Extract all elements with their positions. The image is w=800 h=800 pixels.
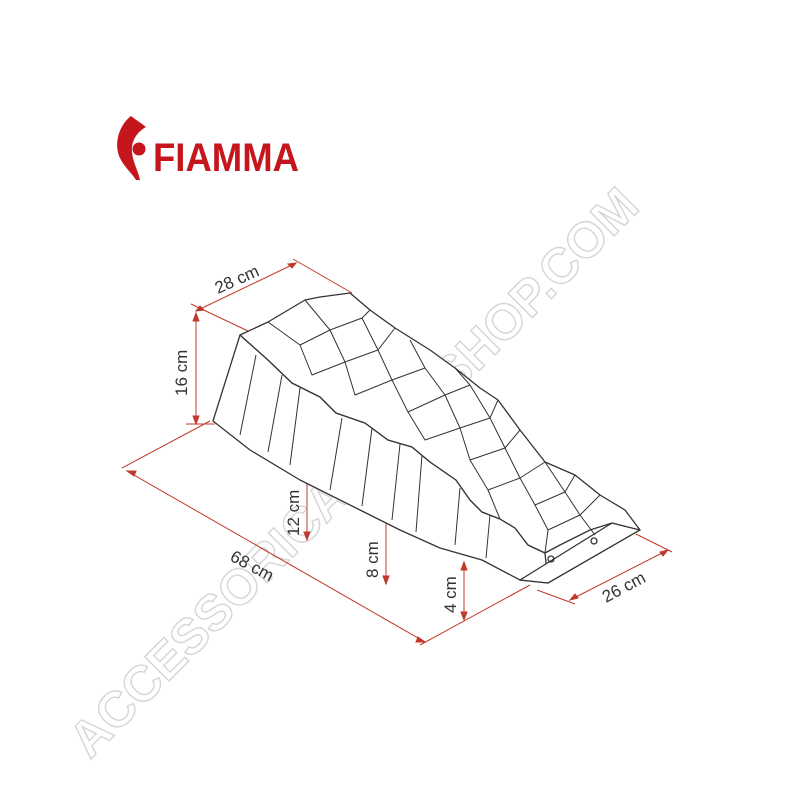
dimension-lines (121, 258, 673, 646)
dim-height-label: 16 cm (172, 350, 191, 396)
dim-base-width-label: 26 cm (599, 568, 649, 607)
brand-name: FIAMMA (153, 136, 299, 180)
fiamma-logo: FIAMMA (117, 116, 299, 180)
leveler-ramp-drawing (212, 292, 641, 584)
dim-step-mid-label: 8 cm (363, 541, 382, 578)
dim-top-width-label: 28 cm (212, 261, 262, 297)
flame-icon (117, 116, 146, 180)
dim-step-low-label: 4 cm (441, 576, 460, 613)
dim-step-high-label: 12 cm (284, 490, 303, 536)
